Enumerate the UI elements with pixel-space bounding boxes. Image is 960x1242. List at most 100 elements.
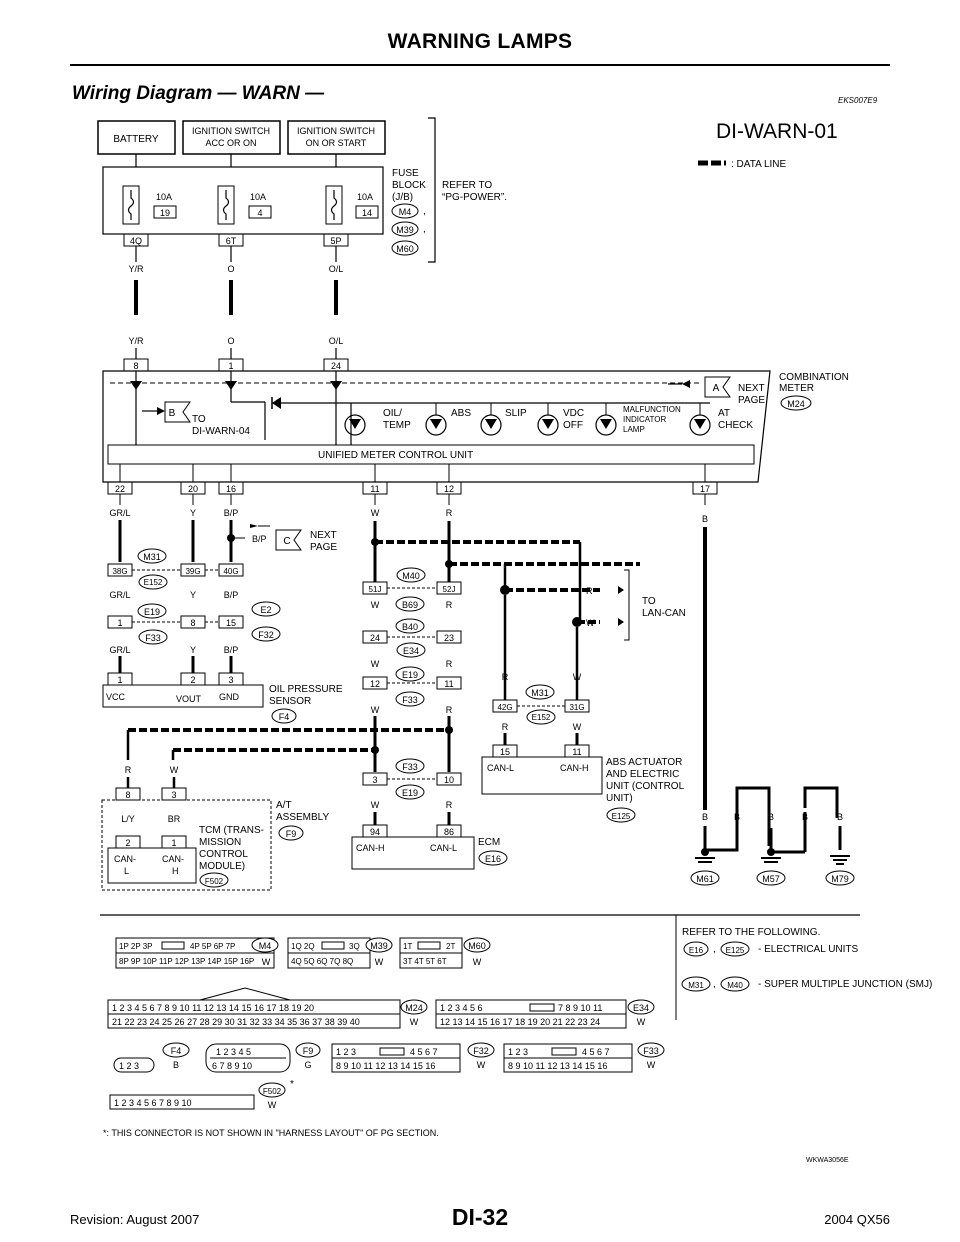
- svg-text:W: W: [375, 957, 384, 967]
- svg-text:M39: M39: [396, 225, 414, 235]
- svg-text:B/P: B/P: [224, 645, 239, 655]
- svg-text:C: C: [283, 536, 290, 547]
- connector-e34: 1 2 3 4 5 6 7 8 9 10 11 12 13 14 15 16 1…: [435, 999, 655, 1029]
- svg-text:24: 24: [331, 361, 341, 371]
- svg-text:E19: E19: [144, 607, 160, 617]
- meter-name: COMBINATION: [779, 372, 849, 383]
- svg-text:10A: 10A: [156, 192, 172, 202]
- svg-text:10A: 10A: [250, 192, 266, 202]
- svg-text:51J: 51J: [369, 585, 382, 594]
- connector-m24: 1 2 3 4 5 6 7 8 9 10 11 12 13 14 15 16 1…: [107, 987, 428, 1029]
- fuse-3: 10A 14: [325, 185, 379, 225]
- svg-text:GR/L: GR/L: [109, 508, 130, 518]
- svg-text:B: B: [734, 812, 740, 822]
- svg-text:CONTROL: CONTROL: [199, 849, 248, 860]
- svg-text:E19: E19: [402, 670, 418, 680]
- svg-text:M4: M4: [399, 207, 412, 217]
- svg-text:F502: F502: [263, 1087, 282, 1096]
- svg-text:W: W: [477, 1060, 486, 1070]
- svg-text:4Q 5Q 6Q 7Q 8Q: 4Q 5Q 6Q 7Q 8Q: [291, 957, 353, 966]
- svg-text:GR/L: GR/L: [109, 645, 130, 655]
- svg-text:UNIFIED METER CONTROL UNIT: UNIFIED METER CONTROL UNIT: [318, 450, 473, 461]
- ecm-label: ECM: [478, 837, 500, 848]
- svg-text:W: W: [371, 659, 380, 669]
- svg-text:E152: E152: [144, 578, 163, 587]
- svg-text:12 13 14 15 16 17 18 19 20 21: 12 13 14 15 16 17 18 19 20 21 22 23 24: [440, 1017, 600, 1027]
- svg-text:W: W: [586, 618, 595, 628]
- svg-text:E16: E16: [485, 854, 501, 864]
- svg-text:BR: BR: [168, 814, 181, 824]
- connector-f9: 1 2 3 4 5 6 7 8 9 10 F9 G: [205, 1042, 321, 1073]
- svg-text:39G: 39G: [185, 567, 200, 576]
- svg-text:AND ELECTRIC: AND ELECTRIC: [606, 769, 679, 780]
- oil-pressure-sensor-box: [102, 684, 264, 708]
- svg-text:CAN-H: CAN-H: [560, 763, 589, 773]
- svg-text:22: 22: [115, 484, 125, 494]
- svg-text:1 2 3: 1 2 3: [508, 1047, 528, 1057]
- page-header-title: WARNING LAMPS: [387, 30, 573, 53]
- connector-m60: 1T 2T 3T 4T 5T 6T M60 W: [399, 937, 491, 969]
- svg-text:31G: 31G: [569, 703, 584, 712]
- svg-text:E16: E16: [689, 946, 704, 955]
- svg-text:M40: M40: [402, 571, 420, 581]
- svg-text:M31: M31: [143, 552, 161, 562]
- svg-text:B69: B69: [402, 600, 418, 610]
- svg-text:Y: Y: [190, 590, 196, 600]
- svg-text:MALFUNCTION: MALFUNCTION: [623, 405, 681, 414]
- svg-text:1 2 3 4 5 6 7 8 9 10: 1 2 3 4 5 6 7 8 9 10 11 12 13 14 15 16 1…: [112, 1003, 314, 1013]
- ign-acc-label: IGNITION SWITCH: [192, 126, 270, 136]
- svg-text:24: 24: [370, 633, 380, 643]
- svg-text:E125: E125: [726, 946, 745, 955]
- page-number: DI-32: [451, 1204, 509, 1230]
- svg-text:AT: AT: [718, 408, 730, 419]
- connector-f502: 1 2 3 4 5 6 7 8 9 10 F502 * W: [109, 1079, 294, 1110]
- svg-text:W: W: [410, 1017, 419, 1027]
- svg-text:1 2 3 4 5: 1 2 3 4 5: [216, 1047, 251, 1057]
- svg-text:12: 12: [370, 679, 380, 689]
- svg-text:M31: M31: [531, 688, 549, 698]
- svg-text:E19: E19: [402, 788, 418, 798]
- svg-text:VOUT: VOUT: [176, 694, 202, 704]
- combination-meter-box: [102, 370, 771, 483]
- svg-text:10: 10: [444, 775, 454, 785]
- to-lan-can: TO: [642, 596, 656, 607]
- svg-text:PAGE: PAGE: [310, 542, 337, 553]
- svg-text:,: ,: [713, 944, 716, 955]
- svg-text:4: 4: [257, 208, 262, 218]
- svg-text:O/L: O/L: [329, 336, 344, 346]
- ref-a-text: NEXT: [738, 383, 765, 394]
- svg-text:OIL/: OIL/: [383, 408, 402, 419]
- svg-text:1T: 1T: [403, 942, 412, 951]
- svg-text:W: W: [637, 1017, 646, 1027]
- svg-text:A: A: [713, 383, 720, 394]
- lamp-vdc-off: VDC OFF: [537, 408, 584, 436]
- svg-text:SENSOR: SENSOR: [269, 696, 311, 707]
- svg-text:M31: M31: [688, 981, 704, 990]
- svg-text:F33: F33: [643, 1046, 659, 1056]
- connector-f33: 1 2 3 4 5 6 7 8 9 10 11 12 13 14 15 16 F…: [503, 1042, 665, 1073]
- svg-text:E152: E152: [532, 713, 551, 722]
- svg-text:14: 14: [362, 208, 372, 218]
- svg-text:L/Y: L/Y: [121, 814, 135, 824]
- ref-c-text: NEXT: [310, 530, 337, 541]
- legend-data-line: : DATA LINE: [731, 159, 787, 170]
- svg-text:20: 20: [188, 484, 198, 494]
- model-text: 2004 QX56: [824, 1212, 890, 1227]
- svg-text:86: 86: [444, 827, 454, 837]
- svg-text:B/P: B/P: [224, 508, 239, 518]
- svg-text:6 7 8 9 10: 6 7 8 9 10: [212, 1061, 252, 1071]
- connector-f32: 1 2 3 4 5 6 7 8 9 10 11 12 13 14 15 16 F…: [331, 1042, 495, 1073]
- svg-text:1P 2P 3P: 1P 2P 3P: [119, 942, 153, 951]
- svg-text:VCC: VCC: [106, 692, 126, 702]
- svg-text:R: R: [446, 800, 453, 810]
- svg-text:8: 8: [125, 790, 130, 800]
- svg-text:8P 9P 10P 11P 12P 13P 14P 15P: 8P 9P 10P 11P 12P 13P 14P 15P 16P: [119, 957, 254, 966]
- svg-text:Y: Y: [190, 645, 196, 655]
- figure-code: WKWA3056E: [806, 1157, 849, 1164]
- svg-text:1Q 2Q: 1Q 2Q: [291, 942, 315, 951]
- svg-text:B: B: [702, 514, 708, 524]
- svg-text:CAN-L: CAN-L: [487, 763, 514, 773]
- refer-pg-power: REFER TO: [442, 180, 492, 191]
- svg-text:M24: M24: [787, 399, 805, 409]
